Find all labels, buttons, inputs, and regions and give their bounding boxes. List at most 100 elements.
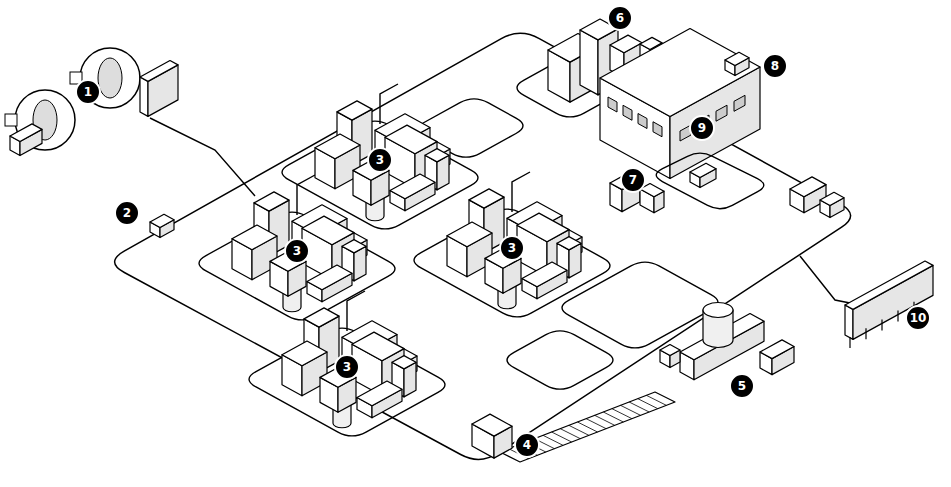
conveyor-roller <box>603 412 623 422</box>
machine-cell <box>414 209 610 317</box>
rack-frame <box>845 261 933 339</box>
conveyor-roller <box>560 429 580 439</box>
callout-number: 1 <box>84 86 92 98</box>
block-top <box>385 125 437 154</box>
conveyor-roller <box>569 425 589 435</box>
machine-block <box>357 381 402 418</box>
block-top <box>337 101 372 120</box>
block-top <box>845 261 933 309</box>
block-top <box>304 308 339 327</box>
callout-number: 5 <box>738 380 746 392</box>
block-top <box>760 340 794 359</box>
block-top <box>600 29 760 117</box>
lane-branch <box>800 256 860 305</box>
callout-number: 6 <box>616 12 624 24</box>
machine-block <box>640 184 664 213</box>
callout-number: 2 <box>123 207 131 219</box>
callout-number: 7 <box>629 174 637 186</box>
callout-marker: 7 <box>620 167 646 193</box>
track-loop <box>656 153 764 209</box>
press-drum <box>703 303 733 348</box>
callout-marker: 3 <box>499 235 525 261</box>
block-top <box>469 189 504 208</box>
cart <box>660 345 680 368</box>
block-top <box>254 192 289 211</box>
window <box>623 105 632 120</box>
rack-frame <box>10 124 42 156</box>
machine-clusters <box>232 84 582 428</box>
vehicle <box>690 163 716 187</box>
block-top <box>725 52 749 65</box>
callout-marker: 4 <box>514 432 540 458</box>
callout-number: 3 <box>293 245 301 257</box>
block-top <box>282 341 327 366</box>
conveyor-roller <box>646 395 666 405</box>
tank-top <box>703 303 733 318</box>
block-top <box>472 414 512 436</box>
callout-marker: 2 <box>114 200 140 226</box>
callout-number: 3 <box>376 154 384 166</box>
callout-number: 3 <box>508 242 516 254</box>
block-top <box>522 262 567 287</box>
block-face <box>845 305 853 339</box>
cart <box>760 340 794 375</box>
conveyor-roller <box>586 419 606 429</box>
crane-arm <box>347 291 365 331</box>
forklift <box>150 214 174 237</box>
block-top <box>610 35 642 53</box>
block-top <box>390 174 435 199</box>
conveyor-roller <box>638 399 658 409</box>
conveyor-line <box>472 392 675 462</box>
window <box>638 114 647 129</box>
callout-marker: 9 <box>689 115 715 141</box>
conveyor-roller <box>621 405 641 415</box>
crane-arm <box>297 175 315 215</box>
reactor-area <box>5 48 178 156</box>
rack-leg <box>897 311 898 322</box>
machine-block <box>522 262 567 299</box>
floor-cell <box>562 262 718 348</box>
block-top <box>140 61 178 82</box>
block-top <box>660 345 680 356</box>
forklift <box>150 214 174 237</box>
block-face <box>140 77 148 116</box>
block-top <box>315 134 360 159</box>
callout-marker: 10 <box>905 305 931 331</box>
office-building <box>600 29 760 213</box>
window <box>653 122 662 137</box>
conveyor-roller <box>612 409 632 419</box>
reactor-port <box>5 114 17 126</box>
crane-arm <box>512 172 530 212</box>
storage-rack <box>845 261 933 348</box>
rack-leg <box>881 319 882 330</box>
block-top <box>352 332 404 361</box>
block-top <box>790 177 826 197</box>
block-top <box>232 225 277 250</box>
callout-marker: 5 <box>729 373 755 399</box>
callout-marker: 8 <box>762 53 788 79</box>
machine-block <box>820 192 844 217</box>
reactor-core <box>98 58 122 98</box>
block-top <box>357 381 402 406</box>
block-top <box>517 213 569 242</box>
conveyor-roller <box>578 422 598 432</box>
block-top <box>307 265 352 290</box>
conveyor-roller <box>595 415 615 425</box>
callout-number: 3 <box>343 361 351 373</box>
callout-marker: 1 <box>75 79 101 105</box>
floor-cell <box>507 331 613 389</box>
window <box>716 105 727 121</box>
conveyor-bed <box>500 392 675 462</box>
window <box>608 97 617 112</box>
rack-frame <box>140 61 178 117</box>
machine-block <box>307 265 352 302</box>
rack-leg <box>865 328 866 339</box>
block-top <box>10 124 42 142</box>
block-top <box>342 240 366 253</box>
callout-marker: 3 <box>284 238 310 264</box>
block-top <box>425 149 449 162</box>
machine-cell <box>249 328 445 436</box>
block-top <box>820 192 844 205</box>
